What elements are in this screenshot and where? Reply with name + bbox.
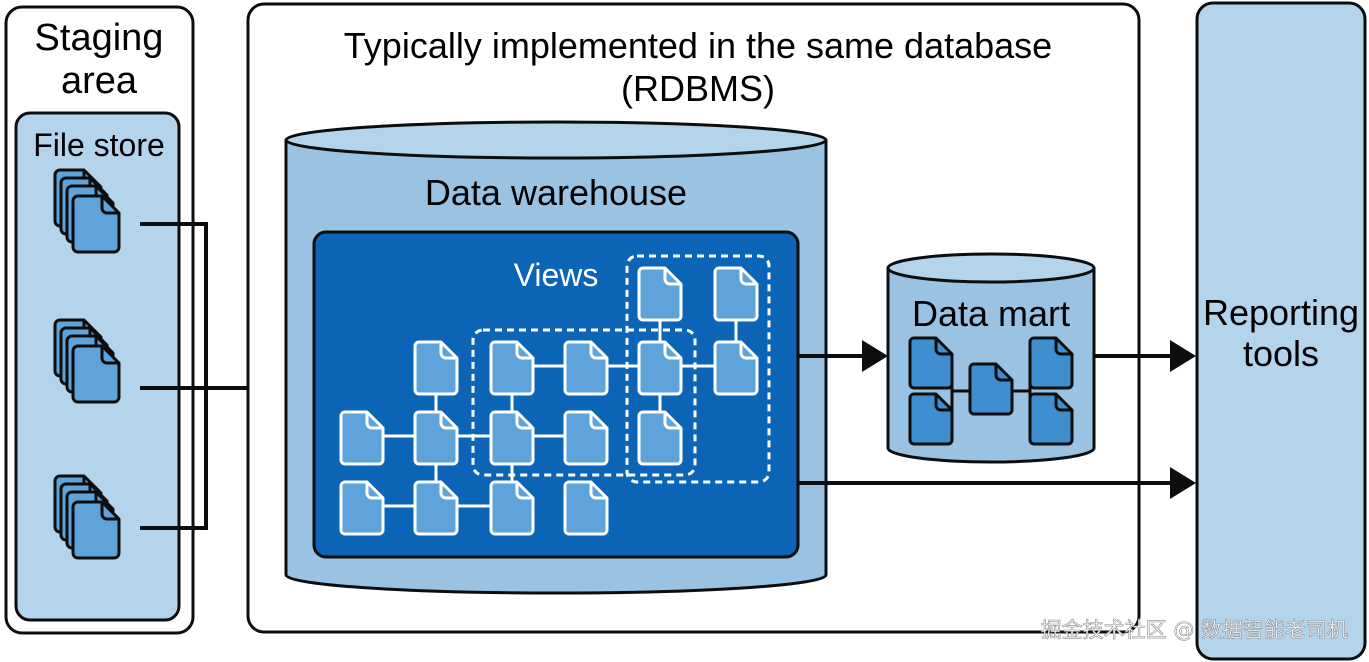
mart-title: Data mart bbox=[912, 293, 1070, 334]
rdbms-title-line2: (RDBMS) bbox=[621, 68, 775, 109]
table-icon bbox=[563, 480, 609, 536]
table-icon bbox=[489, 410, 535, 466]
mart-top bbox=[886, 252, 1096, 284]
table-icon bbox=[713, 340, 759, 396]
table-icon bbox=[489, 480, 535, 536]
staging-area: Staging area File store bbox=[4, 5, 195, 635]
table-icon bbox=[413, 340, 459, 396]
table-icon bbox=[339, 410, 385, 466]
staging-title-line1: Staging bbox=[35, 17, 164, 59]
data-mart: Data mart bbox=[886, 252, 1096, 464]
views-label: Views bbox=[514, 257, 599, 293]
view-group-center bbox=[471, 328, 697, 477]
reporting-title-line2: tools bbox=[1243, 333, 1319, 374]
arrow-warehouse-to-mart bbox=[862, 340, 888, 372]
table-icon bbox=[489, 340, 535, 396]
rdbms-title-line1: Typically implemented in the same databa… bbox=[344, 25, 1052, 66]
table-icon bbox=[637, 410, 683, 466]
table-icon bbox=[413, 480, 459, 536]
table-icon bbox=[413, 410, 459, 466]
arrow-warehouse-to-reporting bbox=[1170, 467, 1196, 499]
watermark-text: 掘金技术社区 @ 数据智能老司机 bbox=[1041, 618, 1348, 642]
reporting-box bbox=[1195, 1, 1367, 661]
table-icon bbox=[563, 410, 609, 466]
data-warehouse: Data warehouse Views bbox=[284, 120, 828, 595]
arrow-mart-to-reporting bbox=[1170, 340, 1196, 372]
reporting-title-line1: Reporting bbox=[1203, 292, 1359, 333]
staging-connectors bbox=[140, 222, 264, 530]
warehouse-title: Data warehouse bbox=[425, 172, 687, 213]
view-group-right bbox=[625, 254, 771, 484]
file-store-label: File store bbox=[33, 127, 165, 163]
staging-title-line2: area bbox=[61, 60, 138, 102]
connector-bracket bbox=[140, 222, 208, 530]
table-icon bbox=[713, 266, 759, 322]
table-icon bbox=[637, 266, 683, 322]
warehouse-top bbox=[284, 120, 828, 160]
table-icon bbox=[637, 340, 683, 396]
table-icon bbox=[563, 340, 609, 396]
reporting-tools: Reporting tools bbox=[1195, 1, 1367, 661]
table-icon bbox=[339, 480, 385, 536]
